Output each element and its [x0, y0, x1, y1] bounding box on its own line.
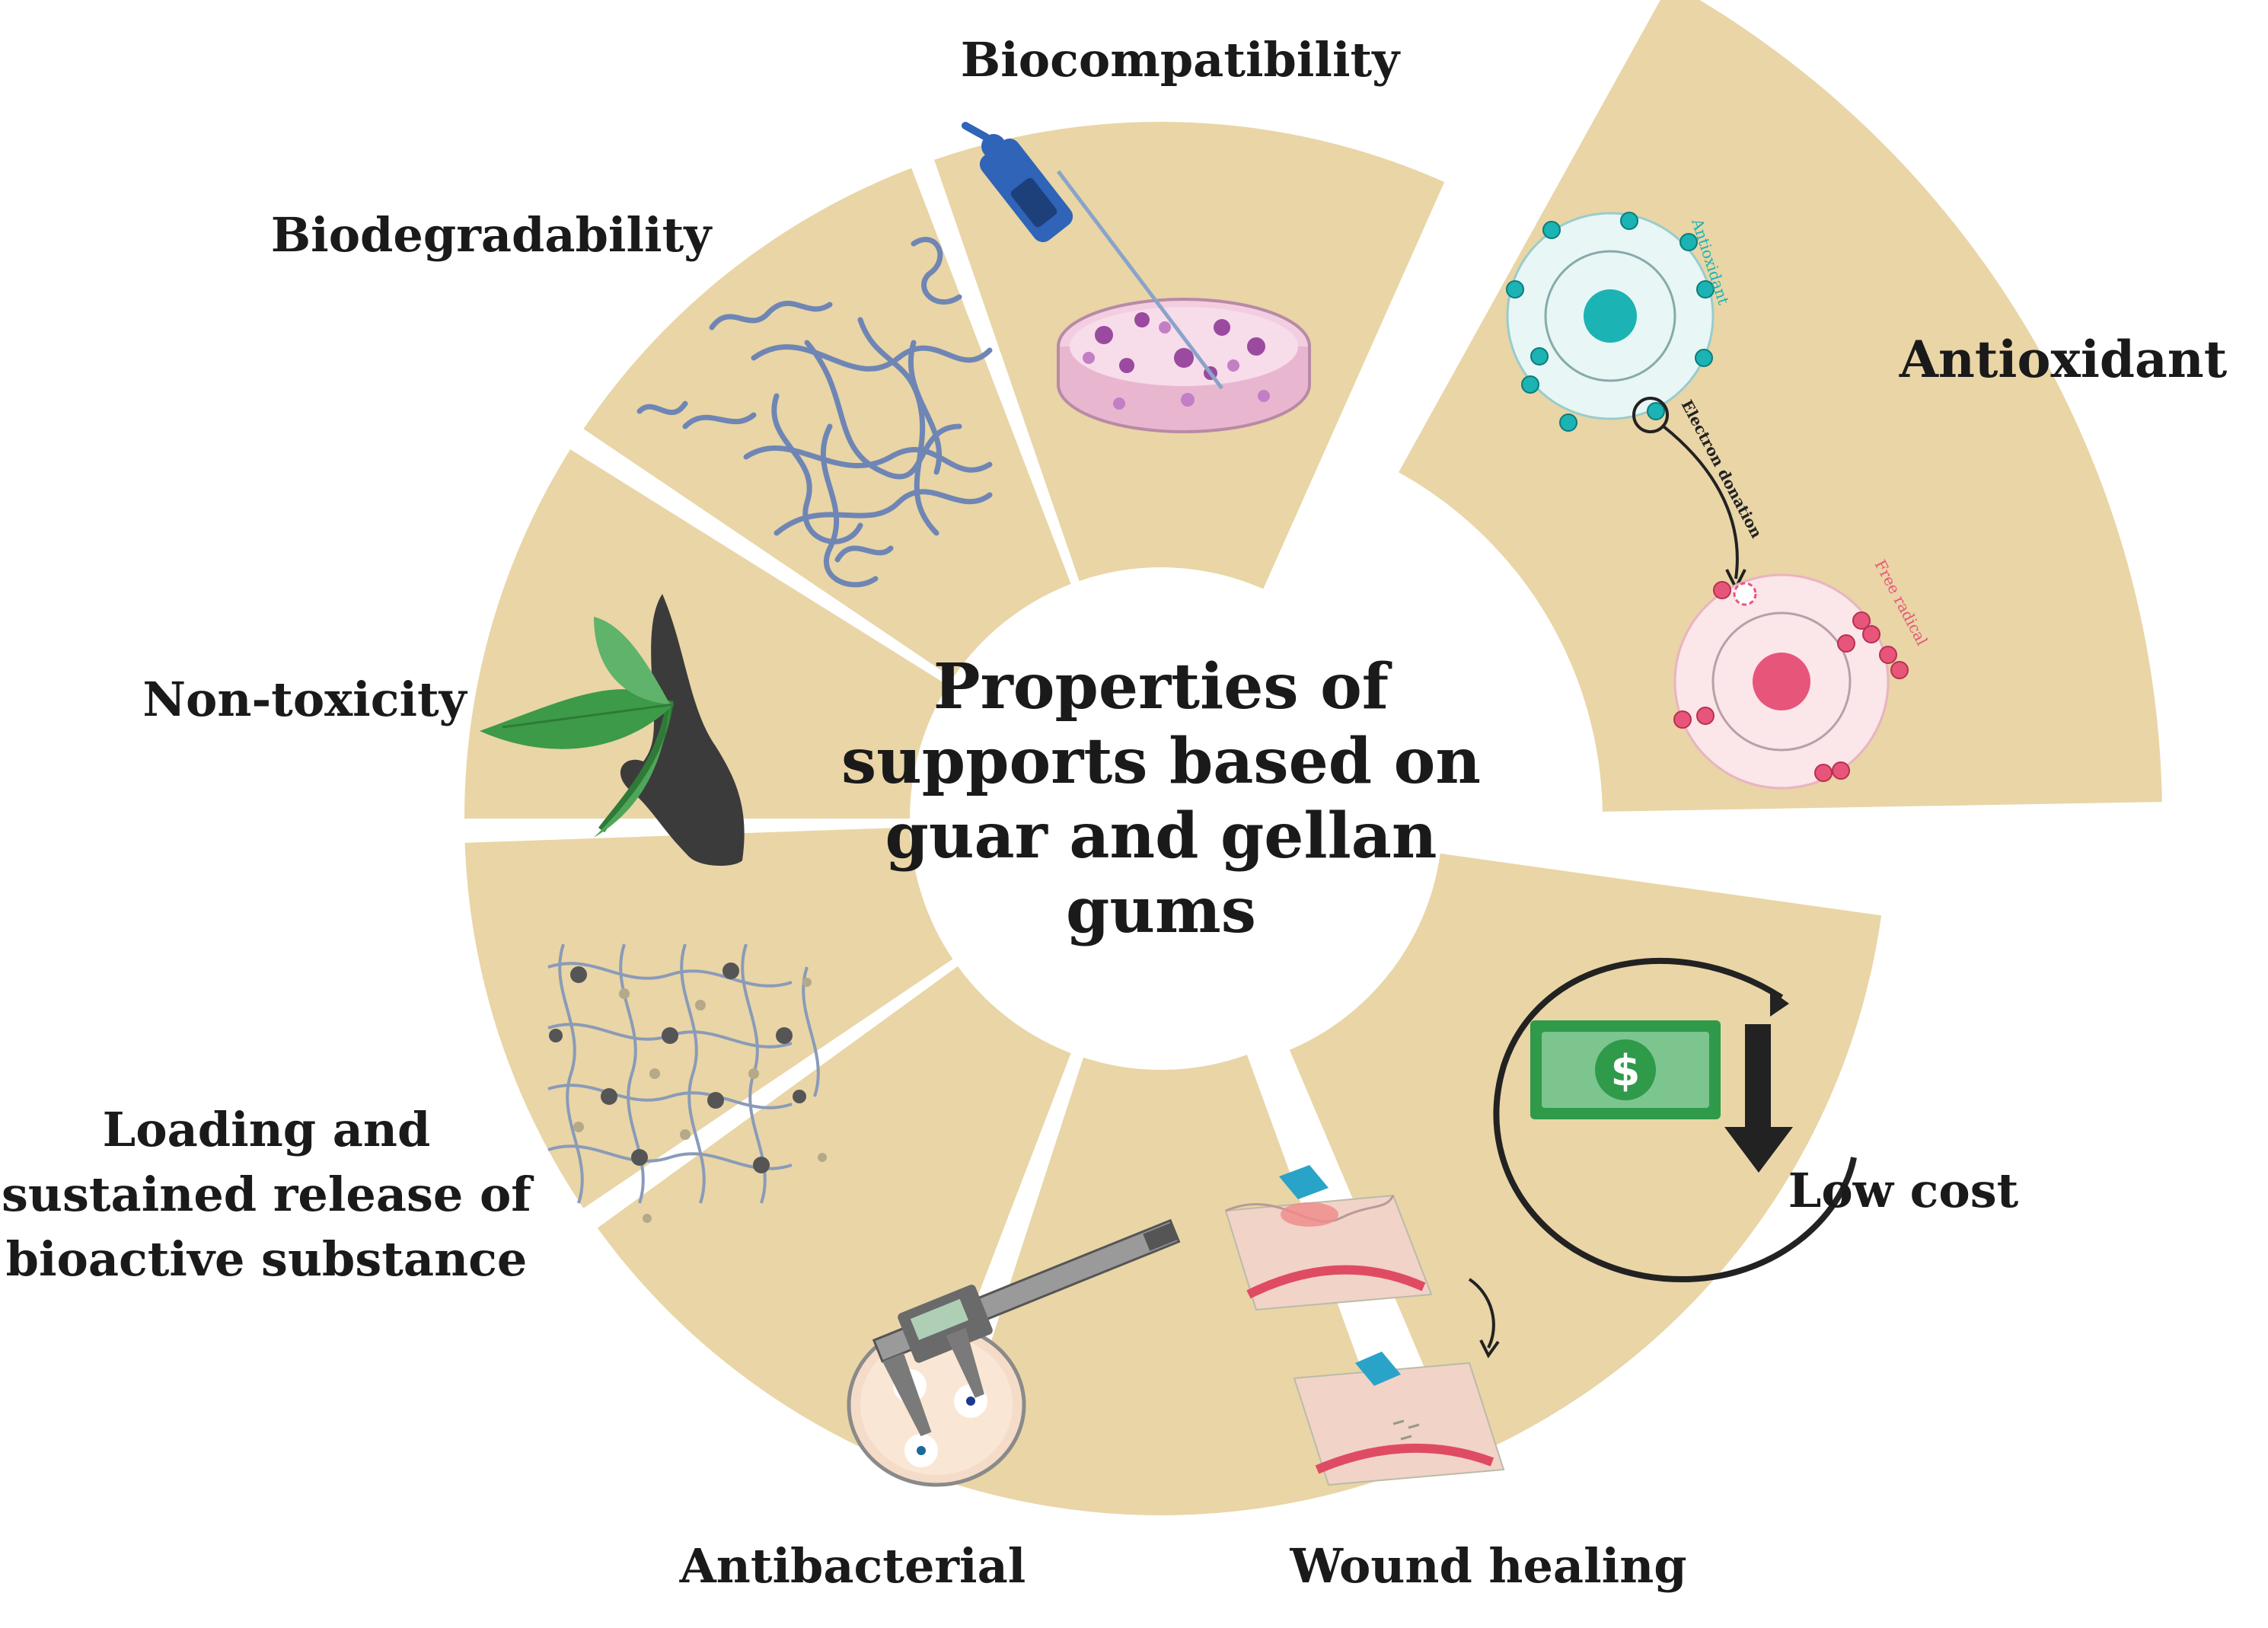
polymer-fiber-icon: [636, 237, 993, 588]
label-loading-line-2: sustained release of: [2, 1167, 534, 1222]
center-title: Properties of supports based on guar and…: [841, 650, 1481, 947]
label-low-cost: Low cost: [1788, 1163, 2019, 1218]
hand-leaf-icon: [480, 594, 745, 866]
label-biocompatibility: Biocompatibility: [961, 32, 1401, 88]
segment-low-cost: [1289, 853, 1882, 1460]
segment-wound-healing: [946, 1055, 1399, 1515]
label-antioxidant: Antioxidant: [1899, 330, 2228, 389]
segment-biodegradability: [583, 168, 1071, 678]
label-non-toxicity: Non-toxicity: [142, 672, 467, 727]
label-loading-line-1: Loading and: [103, 1102, 431, 1157]
pipette-petri-dish-icon: [962, 122, 1311, 433]
segment-antioxidant: [1399, 0, 2162, 812]
money-down-arrow-icon: $: [1493, 958, 1857, 1283]
svg-text:$: $: [1611, 1046, 1641, 1096]
center-title-line-1: Properties of: [933, 650, 1392, 723]
center-title-line-4: gums: [1066, 874, 1256, 947]
segment-loading: [464, 827, 953, 1208]
caliper-petri-dish-icon: [847, 1218, 1181, 1487]
skin-wound-icon: [1224, 1165, 1505, 1486]
label-wound-healing: Wound healing: [1289, 1538, 1686, 1594]
label-loading-line-3: bioactive substance: [6, 1231, 528, 1287]
wheel-segments: [464, 0, 2162, 1515]
label-antibacterial: Antibacterial: [679, 1538, 1026, 1594]
label-biodegradability: Biodegradability: [271, 207, 713, 263]
center-title-line-2: supports based on: [841, 725, 1481, 798]
center-title-line-3: guar and gellan: [885, 800, 1437, 873]
polymer-network-icon: [547, 943, 827, 1223]
